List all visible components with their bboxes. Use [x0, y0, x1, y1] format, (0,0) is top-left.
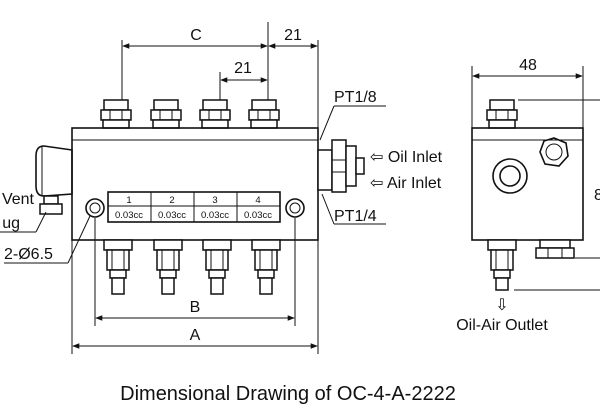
oil-inlet-label: ⇦ Oil Inlet — [370, 149, 443, 166]
vent-plug-label-line2: ug — [2, 215, 20, 232]
mounting-holes — [85, 198, 305, 218]
dim-right-partial: 8 — [514, 187, 600, 291]
bottom-fitting-2 — [153, 239, 183, 295]
top-fitting-4 — [248, 99, 280, 129]
dim-b: B — [94, 218, 296, 326]
pt-top-label: PT1/8 — [334, 89, 377, 106]
side-inlet-ports — [492, 137, 569, 194]
dim-a: A — [71, 240, 319, 354]
side-bottom-fittings — [487, 239, 575, 291]
dim-21-top-label: 21 — [284, 27, 302, 44]
dim-b-label: B — [190, 299, 201, 316]
bottom-fitting-3 — [202, 239, 232, 295]
outlet-number-3: 3 — [212, 195, 217, 206]
top-fitting-3 — [199, 99, 231, 129]
pt-bottom-label: PT1/4 — [334, 208, 377, 225]
outlet-volume-2: 0.03cc — [158, 210, 186, 221]
bottom-fitting-1 — [103, 239, 133, 295]
drawing-caption: Dimensional Drawing of OC-4-A-2222 — [120, 383, 456, 405]
top-fitting-2 — [150, 99, 182, 129]
dim-48: 48 — [471, 57, 584, 128]
dim-c-label: C — [190, 27, 202, 44]
dim-21-inner: 21 — [219, 60, 268, 100]
outlet-volume-3: 0.03cc — [201, 210, 229, 221]
front-view: C 21 21 — [0, 22, 443, 354]
holes-label: 2-Ø6.5 — [4, 246, 53, 263]
vent-plug-label-line1: Vent — [2, 191, 35, 208]
vent-plug: Vent ug — [0, 145, 73, 233]
manifold-body — [71, 127, 319, 241]
dim-a-label: A — [190, 327, 201, 344]
outlet-number-2: 2 — [169, 195, 174, 206]
dim-21-inner-label: 21 — [234, 60, 252, 77]
outlet-arrow: ⇩ — [495, 297, 508, 314]
dim-right-partial-label: 8 — [594, 187, 600, 204]
bottom-fittings — [103, 239, 281, 295]
bottom-fitting-4 — [251, 239, 281, 295]
outlet-volume-1: 0.03cc — [115, 210, 143, 221]
side-body — [471, 127, 584, 241]
inlet-fittings: PT1/8 PT1/4 ⇦ Oil Inlet ⇦ Air Inlet — [317, 89, 443, 225]
dim-c: C — [121, 22, 269, 100]
top-fittings — [100, 99, 280, 129]
side-top-fitting — [486, 99, 600, 129]
outlet-volume-4: 0.03cc — [244, 210, 272, 221]
outlet-number-1: 1 — [126, 195, 131, 206]
outlet-number-4: 4 — [255, 195, 260, 206]
air-inlet-label: ⇦ Air Inlet — [370, 175, 442, 192]
outlet-table: 1 2 3 4 0.03cc 0.03cc 0.03cc 0.03cc — [107, 191, 281, 223]
top-fitting-1 — [100, 99, 132, 129]
side-view: 48 — [456, 57, 600, 334]
dim-21-top: 21 — [268, 27, 319, 128]
oil-air-outlet-label: Oil-Air Outlet — [456, 317, 548, 334]
dim-48-label: 48 — [519, 57, 537, 74]
holes-callout: 2-Ø6.5 — [4, 215, 91, 264]
